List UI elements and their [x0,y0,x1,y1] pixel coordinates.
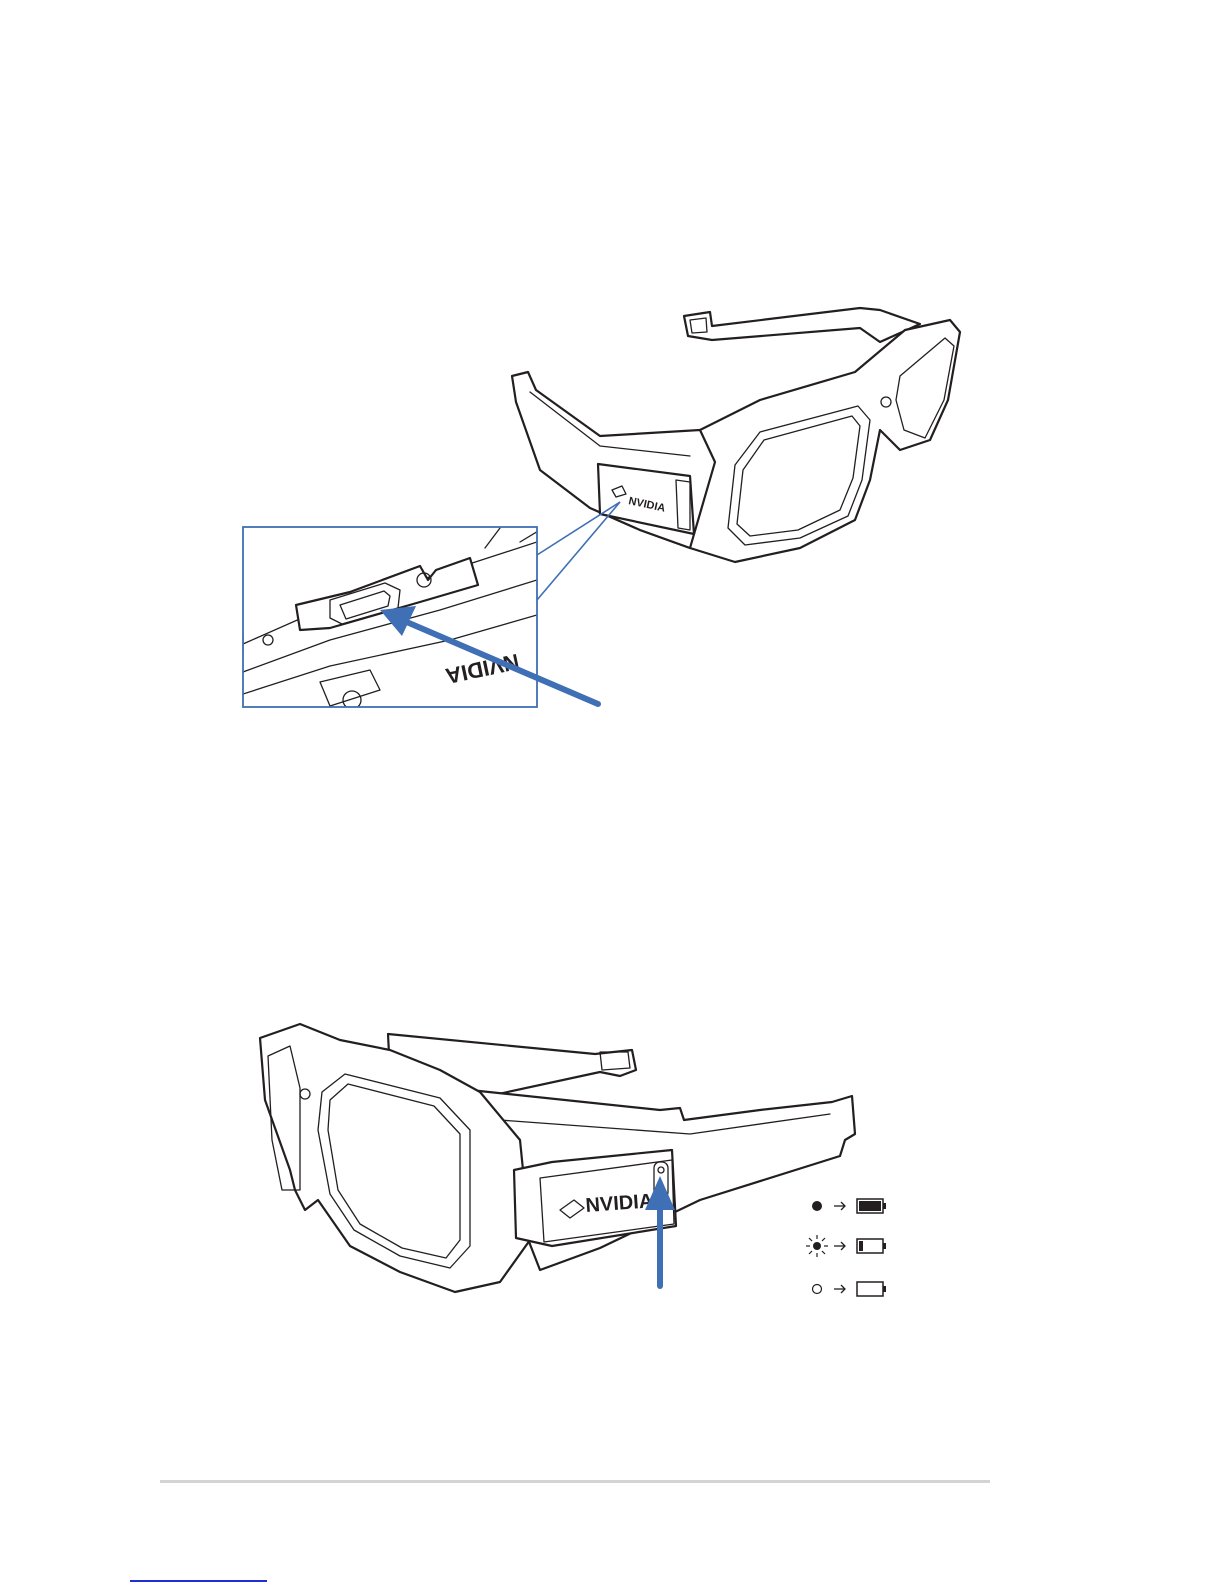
legend-row-empty [813,1282,887,1296]
glasses-bottom-illustration: NVIDIA [0,1010,1225,1310]
led-off-icon [813,1285,822,1294]
led-blinking-icon [806,1235,828,1257]
zoom-connector-upper [537,502,620,555]
glasses-top-illustration: NVIDIA NVIDIA [0,280,1225,730]
glasses-battery-led-figure: NVIDIA [0,1010,1225,1310]
battery-full-icon [857,1199,886,1213]
legend-row-full [812,1199,886,1213]
glasses-usb-port-figure: NVIDIA NVIDIA [0,280,1225,730]
led-solid-icon [812,1201,822,1211]
battery-low-icon [857,1239,886,1253]
arrow-right-icon [834,1202,845,1210]
far-temple-arm [684,308,920,342]
footer-link-underline[interactable] [130,1580,267,1582]
arrow-right-icon [834,1285,845,1293]
port-screw-left [263,635,273,645]
arrow-right-icon [834,1242,845,1250]
battery-empty-icon [857,1282,886,1296]
footer-divider [160,1480,990,1483]
battery-status-legend [806,1199,886,1296]
legend-row-low [806,1235,886,1257]
usb-port-callout-arrow [380,606,598,704]
zoom-connector-lower [537,502,620,600]
